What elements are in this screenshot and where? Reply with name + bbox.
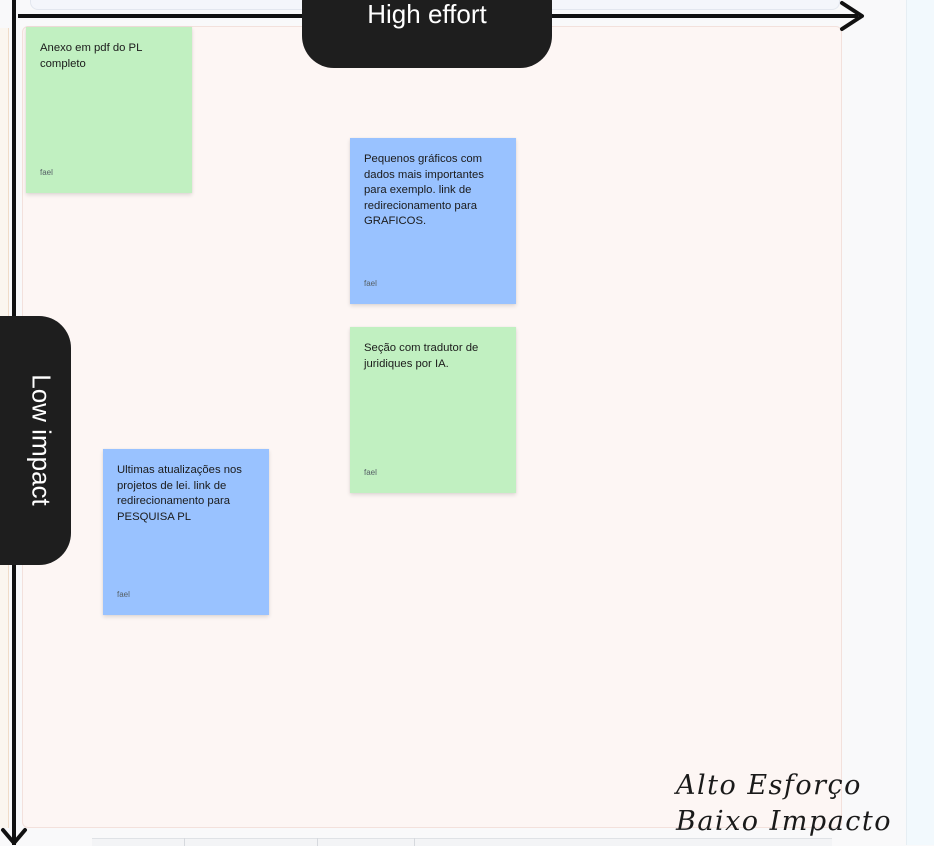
right-side-panel	[906, 0, 934, 845]
sticky-note-author: fael	[117, 590, 130, 599]
sticky-note-text: Seção com tradutor de juridiques por IA.	[364, 342, 479, 370]
bottom-section-edge	[92, 838, 832, 846]
sticky-note[interactable]: Ultimas atualizações nos projetos de lei…	[103, 449, 269, 615]
sticky-note[interactable]: Seção com tradutor de juridiques por IA.…	[350, 327, 516, 493]
high-effort-label: High effort	[367, 0, 487, 29]
sticky-note-author: fael	[40, 168, 53, 177]
sticky-note-author: fael	[364, 468, 377, 477]
impact-axis-arrow-icon	[1, 828, 27, 845]
quadrant-caption-line-2[interactable]: Baixo Impacto	[676, 806, 893, 837]
sticky-note[interactable]: Anexo em pdf do PL completo fael	[26, 27, 192, 193]
low-impact-label: Low impact	[26, 374, 57, 506]
low-impact-label-pill[interactable]: Low impact	[0, 316, 71, 565]
quadrant-caption-line-1[interactable]: Alto Esforço	[676, 770, 862, 801]
sticky-note-author: fael	[364, 279, 377, 288]
effort-axis-arrow-icon	[840, 1, 864, 31]
sticky-note-text: Anexo em pdf do PL completo	[40, 42, 142, 70]
sticky-note-text: Ultimas atualizações nos projetos de lei…	[117, 464, 242, 523]
high-effort-label-pill[interactable]: High effort	[302, 0, 552, 68]
sticky-note-text: Pequenos gráficos com dados mais importa…	[364, 153, 484, 227]
sticky-note[interactable]: Pequenos gráficos com dados mais importa…	[350, 138, 516, 304]
